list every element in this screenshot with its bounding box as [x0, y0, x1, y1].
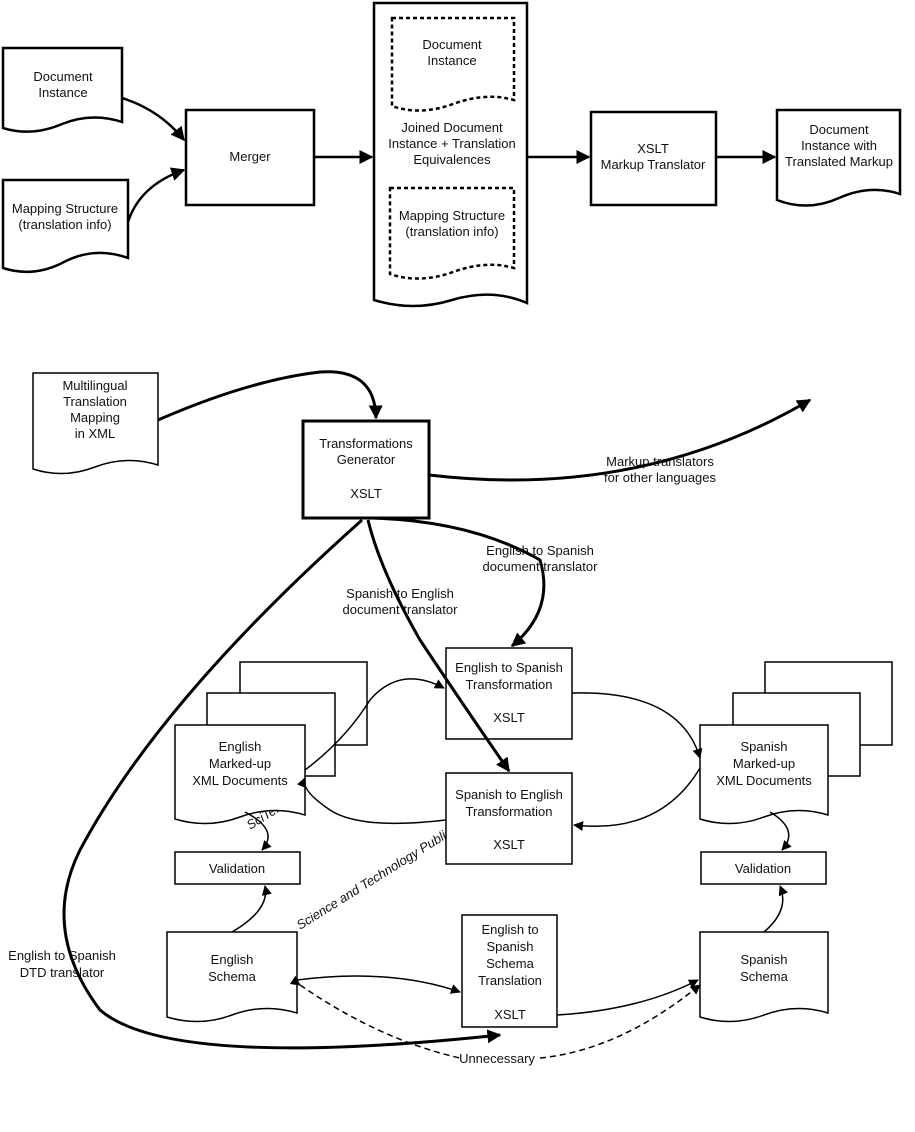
generator-line2: Generator — [337, 452, 396, 467]
arrow-doc-to-merger — [121, 96, 185, 142]
top-flow: Document Instance Mapping Structure (tra… — [1, 1, 902, 308]
inner-mapping-line2: (translation info) — [405, 224, 498, 239]
english-schema-line1: English — [211, 952, 254, 967]
document-instance-doc: Document Instance — [1, 46, 124, 133]
multilingual-line1: Multilingual — [62, 378, 127, 393]
dashed-left-segment — [289, 975, 461, 1059]
multilingual-line3: Mapping — [70, 410, 120, 425]
output-line3: Translated Markup — [785, 154, 893, 169]
english-docs-line2: Marked-up — [209, 756, 271, 771]
arrow-english-schema-to-schema-translation — [296, 975, 461, 994]
english-schema-line2: Schema — [208, 969, 256, 984]
document-instance-line2: Instance — [38, 85, 87, 100]
arrow-generator-to-schema-translation — [62, 518, 502, 1050]
en-es-transformation-box: English to Spanish Transformation XSLT — [445, 647, 573, 740]
es-en-trans-line1: Spanish to English — [455, 787, 563, 802]
arrow-english-docs-to-validation — [244, 811, 272, 851]
spanish-schema-doc: Spanish Schema — [699, 931, 829, 1023]
schema-trans-line1: English to — [481, 922, 538, 937]
es-en-doc-line2: document translator — [343, 602, 459, 617]
arrow-en-es-to-spanish-docs — [571, 692, 703, 759]
joined-label-line1: Joined Document — [401, 120, 503, 135]
arrow-generator-to-other-languages — [428, 398, 812, 482]
en-es-trans-line2: Transformation — [466, 677, 553, 692]
es-en-transformation-box: Spanish to English Transformation XSLT — [445, 772, 573, 865]
xslt-translator-line2: Markup Translator — [601, 157, 706, 172]
spanish-documents-stack: Spanish Marked-up XML Documents — [699, 661, 893, 825]
validation-english-label: Validation — [209, 861, 265, 876]
validation-spanish-label: Validation — [735, 861, 791, 876]
bottom-flow: Multilingual Translation Mapping in XML … — [8, 370, 893, 1066]
other-languages-line2: for other languages — [604, 470, 717, 485]
joined-document-container: Document Instance Joined Document Instan… — [372, 1, 529, 308]
dtd-translator-label: English to Spanish DTD translator — [8, 948, 116, 980]
spanish-docs-line2: Marked-up — [733, 756, 795, 771]
top-arrows — [121, 96, 777, 223]
generator-line1: Transformations — [319, 436, 413, 451]
arrow-english-docs-to-en-es — [304, 678, 445, 771]
es-en-trans-line2: Transformation — [466, 804, 553, 819]
schema-trans-line3: Schema — [486, 956, 534, 971]
xslt-translator-line1: XSLT — [637, 141, 669, 156]
unnecessary-label: Unnecessary — [459, 1051, 535, 1066]
multilingual-mapping-doc: Multilingual Translation Mapping in XML — [32, 372, 159, 475]
mapping-structure-line1: Mapping Structure — [12, 201, 118, 216]
document-instance-line1: Document — [33, 69, 93, 84]
arrow-generator-to-es-en — [366, 519, 511, 773]
spanish-docs-line1: Spanish — [741, 739, 788, 754]
schema-translation-box: English to Spanish Schema Translation XS… — [461, 914, 558, 1028]
english-documents-stack: English Marked-up XML Documents — [174, 661, 368, 825]
mapping-structure-doc: Mapping Structure (translation info) — [1, 178, 130, 274]
arrow-english-schema-to-validation — [231, 885, 272, 933]
spanish-docs-line3: XML Documents — [716, 773, 812, 788]
arrow-mapping-to-generator — [157, 370, 383, 422]
dashed-right-segment — [539, 984, 701, 1059]
spanish-schema-line1: Spanish — [741, 952, 788, 967]
generator-line3: XSLT — [350, 486, 382, 501]
en-es-trans-line1: English to Spanish — [455, 660, 563, 675]
arrow-es-en-to-english-docs — [296, 777, 447, 825]
dtd-translator-line1: English to Spanish — [8, 948, 116, 963]
english-docs-line1: English — [219, 739, 262, 754]
mapping-structure-line2: (translation info) — [18, 217, 111, 232]
es-en-doc-line1: Spanish to English — [346, 586, 454, 601]
inner-mapping-line1: Mapping Structure — [399, 208, 505, 223]
merger-label: Merger — [229, 149, 271, 164]
en-es-trans-line3: XSLT — [493, 710, 525, 725]
output-line1: Document — [809, 122, 869, 137]
arrow-mapping-to-merger — [126, 167, 186, 223]
translated-output-doc: Document Instance with Translated Markup — [775, 108, 902, 207]
es-en-trans-line3: XSLT — [493, 837, 525, 852]
en-es-doc-line1: English to Spanish — [486, 543, 594, 558]
es-en-doc-translator-label: Spanish to English document translator — [343, 586, 459, 617]
english-schema-doc: English Schema — [166, 931, 298, 1023]
validation-english-box: Validation — [174, 851, 301, 885]
schema-trans-line4: Translation — [478, 973, 542, 988]
unnecessary-dashed-arrow — [289, 975, 701, 1059]
bottom-thick-arrows — [62, 370, 812, 1050]
arrow-generator-to-en-es — [367, 516, 546, 648]
multilingual-line4: in XML — [75, 426, 115, 441]
merger-box: Merger — [184, 108, 316, 207]
schema-trans-line2: Spanish — [487, 939, 534, 954]
transformations-generator-box: Transformations Generator XSLT — [301, 419, 431, 520]
arrow-schema-translation-to-spanish-schema — [556, 979, 699, 1016]
dtd-translator-line2: DTD translator — [20, 965, 105, 980]
output-line2: Instance with — [801, 138, 877, 153]
schema-trans-line5: XSLT — [494, 1007, 526, 1022]
multilingual-line2: Translation — [63, 394, 127, 409]
arrow-spanish-docs-to-es-en — [573, 767, 701, 832]
arrow-spanish-schema-to-validation — [763, 885, 789, 933]
joined-label-line3: Equivalences — [413, 152, 491, 167]
xslt-markup-translator-box: XSLT Markup Translator — [589, 110, 718, 207]
validation-spanish-box: Validation — [700, 851, 827, 885]
inner-document-line1: Document — [422, 37, 482, 52]
inner-document-line2: Instance — [427, 53, 476, 68]
spanish-schema-line2: Schema — [740, 969, 788, 984]
english-docs-line3: XML Documents — [192, 773, 288, 788]
bottom-thin-arrows — [231, 678, 792, 1016]
joined-label-line2: Instance + Translation — [388, 136, 516, 151]
arrow-spanish-docs-to-validation — [769, 811, 792, 851]
